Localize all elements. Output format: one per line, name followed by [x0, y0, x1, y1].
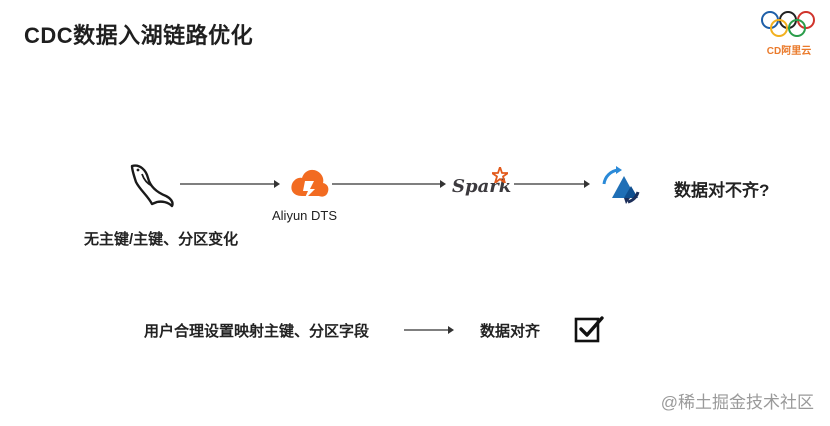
arrow-2-icon — [332, 180, 446, 188]
watermark: @稀土掘金技术社区 — [660, 393, 814, 412]
arrow-3-icon — [514, 180, 590, 188]
page-title: CDC数据入湖链路优化 — [24, 23, 254, 48]
bottom-left-text: 用户合理设置映射主键、分区字段 — [144, 323, 370, 340]
aliyun-dts-icon — [291, 169, 329, 200]
spark-star-icon — [492, 167, 508, 183]
arrow-1-icon — [180, 180, 280, 188]
arrow-4-icon — [404, 326, 454, 334]
checkbox-checked-icon — [574, 316, 604, 343]
source-caption: 无主键/主键、分区变化 — [84, 231, 239, 248]
hudi-icon — [602, 166, 640, 204]
dts-label: Aliyun DTS — [272, 208, 338, 223]
olympic-rings-icon — [761, 11, 815, 37]
logo: CD阿里云 — [758, 8, 820, 66]
mysql-dolphin-icon — [130, 164, 174, 208]
bottom-right-text: 数据对齐 — [480, 323, 541, 340]
logo-text: CD阿里云 — [766, 46, 812, 57]
result-question: 数据对不齐? — [674, 181, 770, 200]
